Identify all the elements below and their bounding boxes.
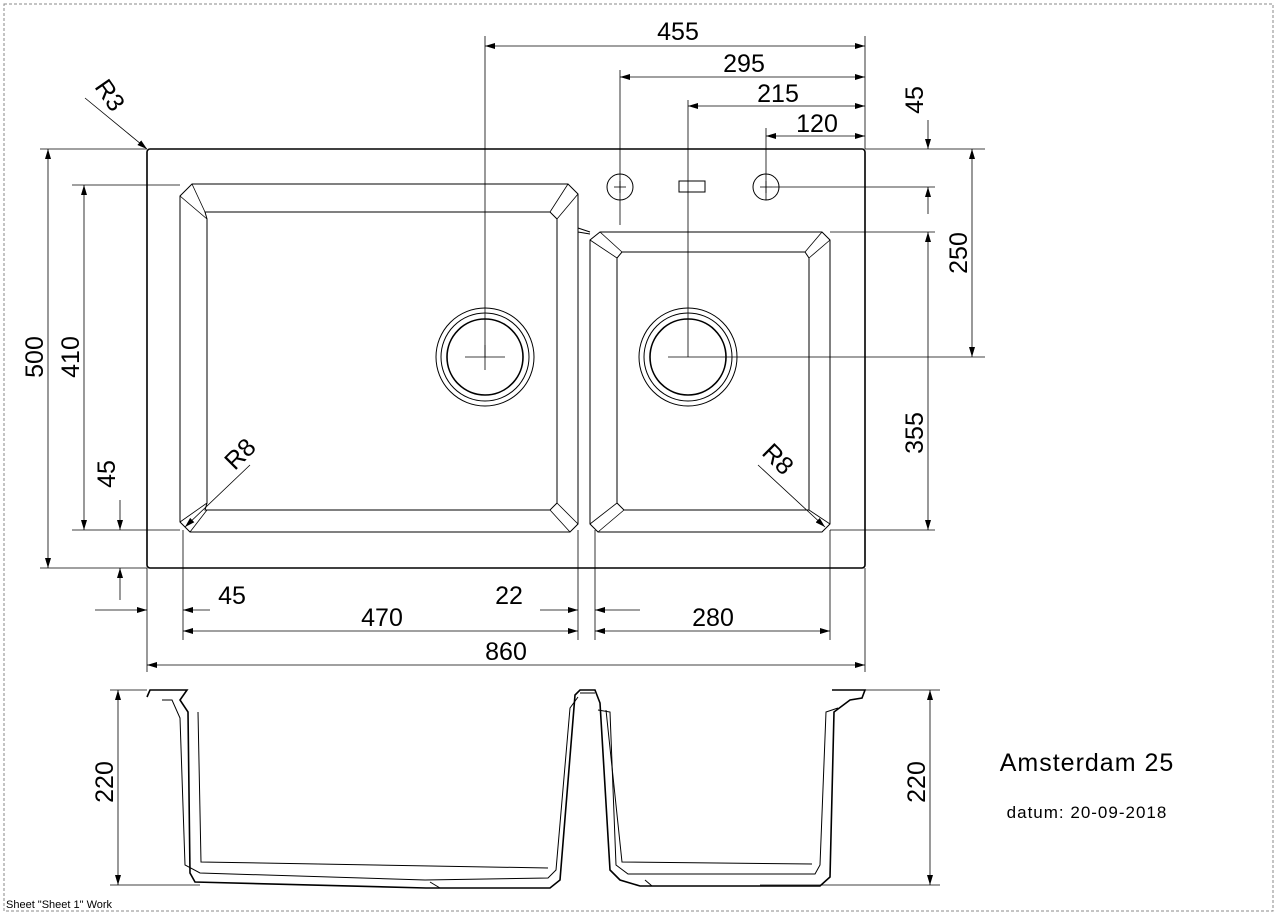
small-bowl bbox=[589, 231, 831, 533]
dim-22: 22 bbox=[495, 582, 523, 610]
dim-455: 455 bbox=[657, 18, 699, 46]
overflow-slot bbox=[678, 180, 706, 193]
dim-500: 500 bbox=[21, 336, 49, 378]
dim-left-45: 45 bbox=[93, 460, 121, 488]
divider bbox=[577, 227, 591, 235]
dim-410: 410 bbox=[57, 336, 85, 378]
dim-120: 120 bbox=[796, 110, 838, 138]
sheet-note: Sheet "Sheet 1" Work bbox=[6, 899, 113, 911]
dim-860: 860 bbox=[485, 638, 527, 666]
date-label: datum: 20-09-2018 bbox=[1007, 803, 1168, 822]
dim-295: 295 bbox=[723, 50, 765, 78]
dim-right-45: 45 bbox=[901, 86, 929, 114]
dim-355: 355 bbox=[901, 412, 929, 454]
sink-outline bbox=[146, 148, 866, 569]
dim-side-220-left: 220 bbox=[91, 761, 119, 803]
large-bowl bbox=[179, 183, 579, 533]
dim-470: 470 bbox=[361, 604, 403, 632]
top-view bbox=[146, 148, 866, 569]
radius-r8-right: R8 bbox=[756, 438, 798, 480]
dimension-lines bbox=[40, 36, 985, 886]
dim-215: 215 bbox=[757, 80, 799, 108]
dim-side-220-right: 220 bbox=[903, 761, 931, 803]
page-border bbox=[3, 3, 1274, 912]
dim-280: 280 bbox=[692, 604, 734, 632]
dim-bottom-45: 45 bbox=[218, 582, 246, 610]
radius-r8-left: R8 bbox=[219, 433, 261, 475]
radius-r3: R3 bbox=[89, 74, 130, 116]
side-view bbox=[146, 689, 867, 889]
product-name: Amsterdam 25 bbox=[1000, 749, 1175, 777]
dim-250: 250 bbox=[945, 232, 973, 274]
